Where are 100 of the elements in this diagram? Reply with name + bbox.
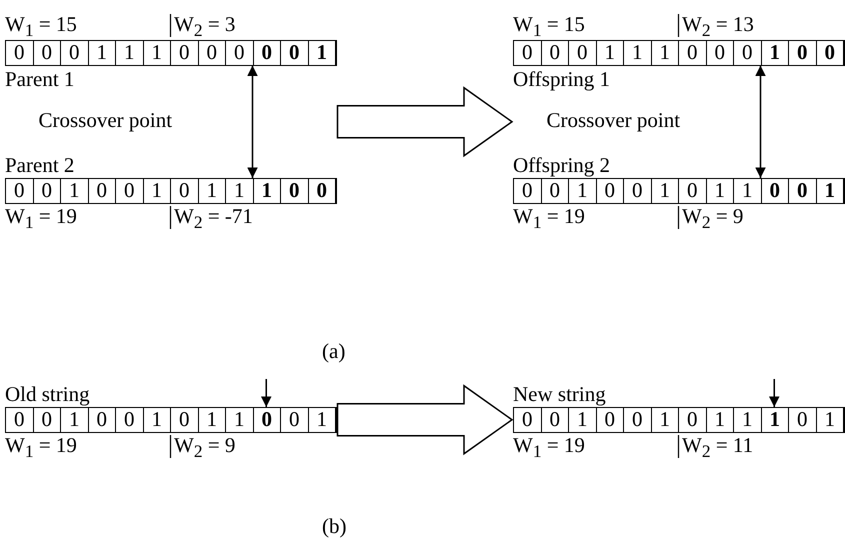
bit-cell: 0 (542, 408, 569, 432)
bit-cell: 0 (6, 179, 34, 203)
bit-cell: 0 (61, 41, 88, 65)
weight-value: W$_{2}$ = 3 (174, 13, 236, 42)
arrow (755, 66, 766, 178)
bit-cell: 1 (706, 179, 734, 203)
edge-label: Crossover point (38, 108, 172, 131)
bit-cell: 0 (679, 179, 706, 203)
bit-cell: 1 (226, 179, 254, 203)
bit-cell: 1 (734, 179, 762, 203)
weight-value: W$_{1}$ = 19 (5, 205, 77, 234)
block-arrow (336, 384, 514, 456)
bit-cell: 1 (254, 179, 281, 203)
block-arrow (336, 86, 514, 158)
panel-label: (a) (322, 340, 346, 362)
bit-cell: 0 (596, 408, 624, 432)
string-label: Offspring 1 (513, 68, 610, 90)
weight-value: W$_{2}$ = 9 (682, 205, 744, 234)
bit-cell: 1 (144, 408, 171, 432)
bit-cell: 1 (88, 41, 116, 65)
bit-cell: 0 (34, 179, 61, 203)
weight-value: W$_{1}$ = 19 (513, 205, 585, 234)
bit-cell: 0 (789, 179, 816, 203)
bit-string (513, 407, 844, 432)
bit-cell: 0 (198, 41, 226, 65)
weight-value: W$_{1}$ = 19 (513, 434, 585, 462)
bit-string (513, 178, 844, 204)
bit-cell: 0 (88, 408, 116, 432)
bit-string (5, 178, 336, 204)
bit-cell: 1 (762, 41, 789, 65)
bit-cell: 0 (816, 41, 844, 65)
bit-cell: 0 (254, 41, 281, 65)
string-label: Parent 2 (5, 154, 74, 176)
bit-cell: 1 (116, 41, 144, 65)
bit-cell: 1 (706, 408, 734, 432)
bit-cell: 1 (226, 408, 254, 432)
bit-cell: 1 (144, 179, 171, 203)
bit-string (5, 40, 336, 66)
bit-cell: 0 (734, 41, 762, 65)
bit-cell: 0 (679, 408, 706, 432)
bit-cell: 1 (569, 179, 596, 203)
weight-value: W$_{2}$ = 9 (174, 434, 236, 462)
bit-cell: 1 (624, 41, 652, 65)
bit-cell: 0 (6, 408, 34, 432)
bit-cell: 0 (706, 41, 734, 65)
string-label: Offspring 2 (513, 154, 610, 176)
bit-cell: 1 (569, 408, 596, 432)
string-label: Old string (5, 383, 90, 405)
bit-cell: 0 (514, 41, 542, 65)
bit-cell: 0 (789, 408, 816, 432)
bit-string (513, 40, 844, 66)
bit-cell: 0 (171, 179, 198, 203)
bit-cell: 0 (542, 41, 569, 65)
bit-cell: 0 (6, 41, 34, 65)
bit-cell: 1 (144, 41, 171, 65)
bit-cell: 0 (171, 408, 198, 432)
bit-cell: 1 (198, 179, 226, 203)
bit-cell: 0 (226, 41, 254, 65)
bit-cell: 1 (652, 41, 679, 65)
bit-cell: 1 (596, 41, 624, 65)
bit-cell: 0 (624, 179, 652, 203)
bit-cell: 1 (816, 408, 844, 432)
bit-string (5, 407, 336, 432)
arrow (769, 379, 780, 407)
bit-cell: 1 (308, 408, 336, 432)
bit-cell: 1 (816, 179, 844, 203)
string-label: Parent 1 (5, 68, 74, 90)
bit-cell: 0 (514, 179, 542, 203)
bit-cell: 0 (596, 179, 624, 203)
bit-cell: 1 (61, 179, 88, 203)
bit-cell: 0 (679, 41, 706, 65)
bit-cell: 1 (198, 408, 226, 432)
weight-value: W$_{1}$ = 15 (5, 13, 77, 42)
bit-cell: 0 (281, 179, 308, 203)
weight-value: W$_{1}$ = 15 (513, 13, 585, 42)
bit-cell: 0 (762, 179, 789, 203)
bit-cell: 0 (308, 179, 336, 203)
bit-cell: 0 (171, 41, 198, 65)
bit-cell: 1 (61, 408, 88, 432)
bit-cell: 0 (88, 179, 116, 203)
bit-cell: 1 (652, 408, 679, 432)
bit-cell: 0 (281, 41, 308, 65)
bit-cell: 0 (254, 408, 281, 432)
bit-cell: 1 (652, 179, 679, 203)
bit-cell: 0 (34, 408, 61, 432)
edge-label: Crossover point (546, 108, 680, 131)
bit-cell: 1 (734, 408, 762, 432)
bit-cell: 0 (569, 41, 596, 65)
bit-cell: 0 (34, 41, 61, 65)
panel-label: (b) (322, 515, 346, 537)
bit-cell: 0 (116, 408, 144, 432)
bit-cell: 0 (624, 408, 652, 432)
bit-cell: 1 (762, 408, 789, 432)
weight-value: W$_{2}$ = -71 (174, 205, 253, 234)
bit-cell: 0 (542, 179, 569, 203)
bit-cell: 0 (116, 179, 144, 203)
bit-cell: 0 (789, 41, 816, 65)
bit-cell: 1 (308, 41, 336, 65)
weight-value: W$_{2}$ = 11 (682, 434, 754, 462)
string-label: New string (513, 383, 606, 405)
